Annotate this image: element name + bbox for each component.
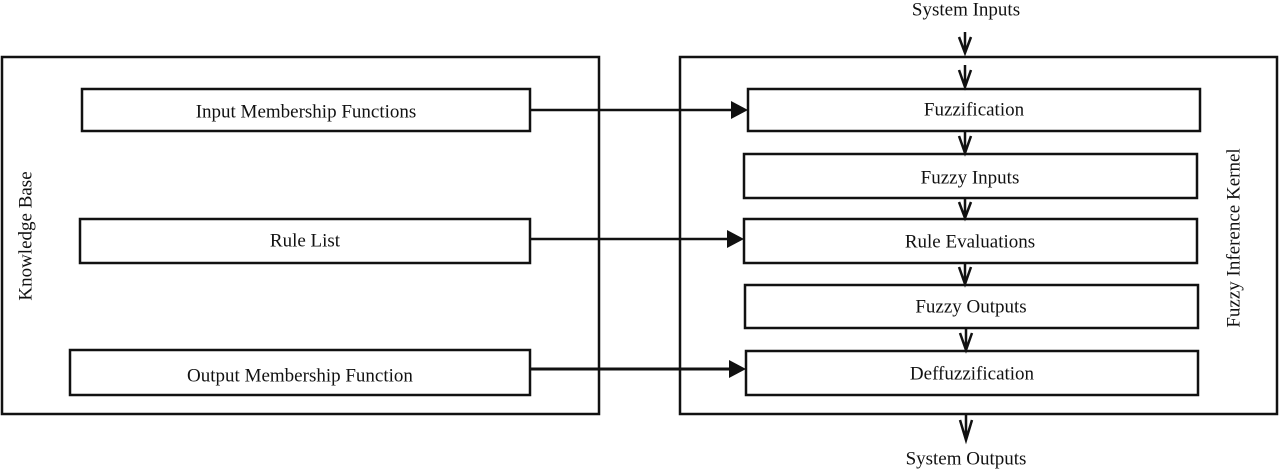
deffuzzification-label: Deffuzzification	[910, 364, 1035, 385]
rule-list-box	[78, 217, 532, 265]
fuzzification-label: Fuzzification	[924, 100, 1025, 121]
arrow-right-icon	[727, 230, 744, 248]
flow-arrows	[957, 32, 974, 445]
arrow-down-icon	[957, 131, 973, 157]
input-membership-functions-label: Input Membership Functions	[196, 102, 417, 123]
output-membership-function-label: Output Membership Function	[187, 366, 413, 387]
arrow-down-icon	[957, 263, 973, 288]
fuzzy-outputs-box	[743, 283, 1200, 330]
arrow-right-icon	[731, 101, 748, 119]
arrow-down-icon	[957, 32, 973, 57]
rule-evaluations-label: Rule Evaluations	[905, 232, 1035, 253]
system-inputs-label: System Inputs	[912, 0, 1020, 21]
fuzzy-inference-kernel-title: Fuzzy Inference Kernel	[1224, 148, 1245, 327]
rule-evaluations-box	[742, 217, 1199, 265]
fuzzy-inputs-label: Fuzzy Inputs	[921, 168, 1020, 189]
fuzzy-inputs-box	[742, 152, 1199, 200]
system-outputs-label: System Outputs	[906, 449, 1027, 470]
rule-list-label: Rule List	[270, 231, 341, 252]
knowledge-base-title: Knowledge Base	[16, 171, 37, 300]
arrow-down-icon	[958, 415, 974, 445]
input-membership-functions-box	[80, 87, 532, 133]
fuzzy-outputs-label: Fuzzy Outputs	[915, 297, 1026, 318]
arrow-down-icon	[957, 65, 973, 91]
output-membership-function-box	[68, 348, 532, 397]
deffuzzification-box	[744, 349, 1200, 397]
arrow-right-icon	[729, 360, 746, 378]
arrow-down-icon	[958, 328, 974, 354]
arrow-down-icon	[957, 198, 973, 222]
knowledge-arrows	[530, 101, 748, 378]
